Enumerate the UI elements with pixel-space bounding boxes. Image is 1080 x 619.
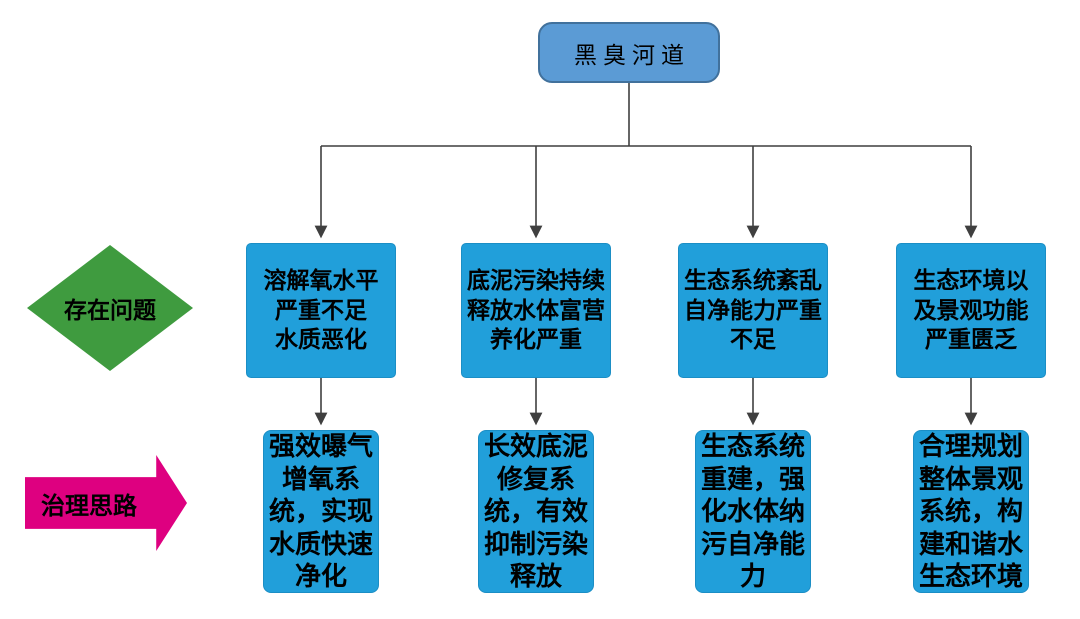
solution-box-1: 强效曝气 增氧系 统，实现 水质快速 净化 [263, 430, 379, 593]
solution-box-4: 合理规划 整体景观 系统，构 建和谐水 生态环境 [913, 430, 1029, 593]
root-node-label: 黑臭河道 [574, 42, 690, 68]
problem-box-2: 底泥污染持续 释放水体富营 养化严重 [461, 243, 611, 378]
problem-box-3: 生态系统紊乱 自净能力严重 不足 [678, 243, 828, 378]
solutions-arrow: 治理思路 [25, 455, 187, 551]
problems-diamond: 存在问题 [27, 245, 193, 371]
problem-box-1: 溶解氧水平 严重不足 水质恶化 [246, 243, 396, 378]
solutions-arrow-label: 治理思路 [41, 492, 137, 520]
problem-box-4: 生态环境以 及景观功能 严重匮乏 [896, 243, 1046, 378]
root-node: 黑臭河道 [538, 22, 720, 83]
solution-box-2: 长效底泥 修复系 统，有效 抑制污染 释放 [478, 430, 594, 593]
solution-box-3: 生态系统 重建，强 化水体纳 污自净能 力 [695, 430, 811, 593]
problems-diamond-label: 存在问题 [64, 297, 156, 323]
